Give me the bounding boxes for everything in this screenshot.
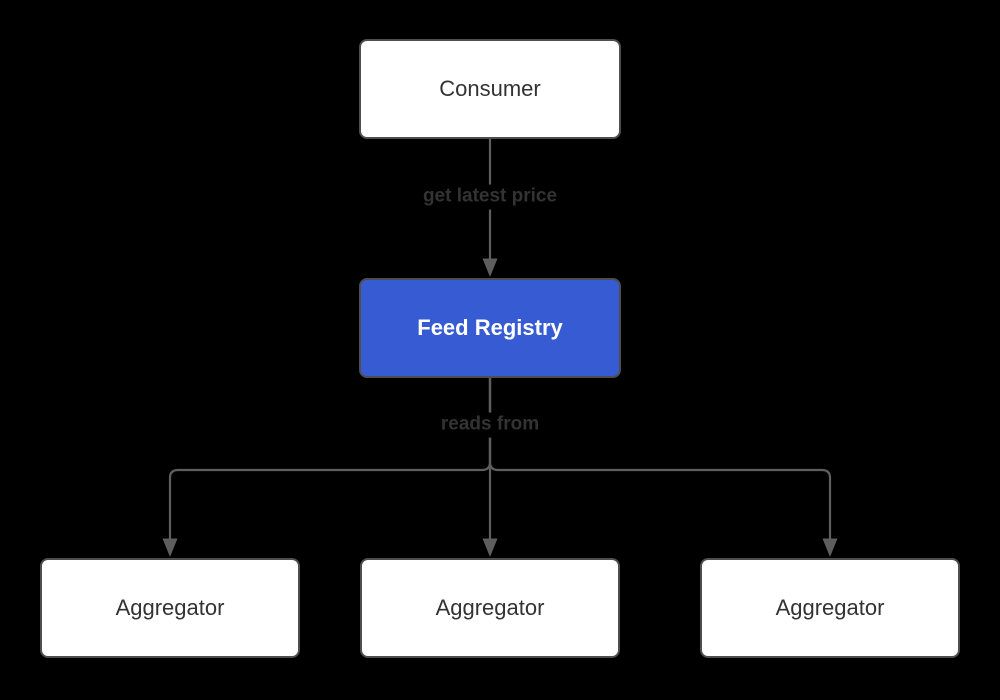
node-consumer: Consumer: [359, 39, 621, 139]
arrowhead-feed-registry: [482, 258, 498, 277]
edge-feed-registry-to-aggregator-3: [488, 378, 832, 540]
edge-label-reads-from: reads from: [434, 412, 546, 438]
node-aggregator-1: Aggregator: [40, 558, 300, 658]
node-aggregator-2-label: Aggregator: [435, 595, 545, 620]
arrowhead-aggregator-3: [822, 538, 838, 557]
node-feed-registry-label: Feed Registry: [417, 315, 563, 340]
node-aggregator-1-label: Aggregator: [115, 595, 225, 620]
node-consumer-label: Consumer: [439, 76, 541, 101]
node-aggregator-3: Aggregator: [700, 558, 960, 658]
arrowhead-aggregator-2: [482, 538, 498, 557]
node-aggregator-3-label: Aggregator: [775, 595, 885, 620]
edge-feed-registry-to-aggregator-1: [168, 378, 492, 540]
edge-label-get-latest-price: get latest price: [416, 184, 564, 210]
arrowhead-aggregator-1: [162, 538, 178, 557]
node-aggregator-2: Aggregator: [360, 558, 620, 658]
node-feed-registry: Feed Registry: [359, 278, 621, 378]
